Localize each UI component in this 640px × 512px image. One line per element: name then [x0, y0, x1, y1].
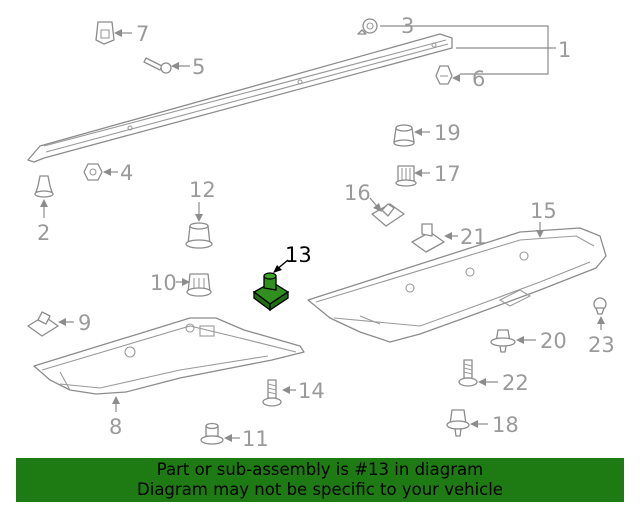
callout-13[interactable]: 13	[285, 243, 312, 267]
clip-part-23[interactable]	[593, 297, 607, 315]
rocker-molding-part-1[interactable]	[27, 33, 453, 163]
callout-17[interactable]: 17	[434, 162, 461, 186]
clip-part-17[interactable]	[395, 165, 417, 187]
clip-part-7[interactable]	[95, 21, 115, 45]
callout-9[interactable]: 9	[78, 311, 91, 335]
parts-diagram: 1 3 6 7 5 4 2	[27, 14, 615, 451]
callout-2[interactable]: 2	[37, 221, 50, 245]
callout-19[interactable]: 19	[434, 121, 461, 145]
callout-18[interactable]: 18	[492, 413, 519, 437]
callout-23[interactable]: 23	[588, 333, 615, 357]
clip-part-19[interactable]	[393, 124, 415, 147]
nut-clip-part-21[interactable]	[411, 223, 445, 253]
callout-16[interactable]: 16	[344, 181, 371, 205]
clip-part-6[interactable]	[435, 65, 453, 85]
callout-bracket-1	[380, 25, 556, 75]
push-clip-part-3[interactable]	[357, 18, 378, 35]
under-cover-part-8[interactable]	[33, 317, 305, 395]
callout-10[interactable]: 10	[150, 271, 177, 295]
callout-20[interactable]: 20	[540, 329, 567, 353]
grommet-part-12[interactable]	[185, 222, 213, 249]
clip-part-20[interactable]	[490, 329, 516, 353]
nut-clip-part-16[interactable]	[371, 203, 405, 227]
screw-part-5[interactable]	[143, 57, 172, 74]
callout-3[interactable]: 3	[401, 14, 414, 38]
callout-8[interactable]: 8	[109, 415, 122, 439]
callout-14[interactable]: 14	[298, 379, 325, 403]
callout-22[interactable]: 22	[502, 371, 529, 395]
callout-5[interactable]: 5	[192, 55, 205, 79]
banner-line-1: Part or sub-assembly is #13 in diagram	[156, 460, 484, 479]
callout-15[interactable]: 15	[530, 199, 557, 223]
clip-part-18[interactable]	[446, 409, 470, 437]
callout-6[interactable]: 6	[472, 67, 485, 91]
nut-clip-part-9[interactable]	[27, 311, 59, 337]
nut-part-4[interactable]	[83, 163, 103, 181]
clip-part-11[interactable]	[200, 422, 224, 445]
banner-line-2: Diagram may not be specific to your vehi…	[137, 480, 503, 499]
bolt-part-14[interactable]	[262, 379, 282, 407]
clip-part-10[interactable]	[186, 273, 212, 297]
highlight-banner: Part or sub-assembly is #13 in diagram D…	[16, 458, 624, 502]
callout-12[interactable]: 12	[189, 178, 216, 202]
callout-1[interactable]: 1	[558, 38, 571, 62]
rear-cover-part-15[interactable]	[307, 227, 607, 343]
clip-part-2[interactable]	[34, 175, 54, 198]
screw-part-22[interactable]	[458, 359, 478, 387]
callout-11[interactable]: 11	[242, 427, 269, 451]
bracket-part-13-highlighted[interactable]	[252, 272, 290, 312]
callout-7[interactable]: 7	[136, 22, 149, 46]
callout-4[interactable]: 4	[120, 161, 133, 185]
